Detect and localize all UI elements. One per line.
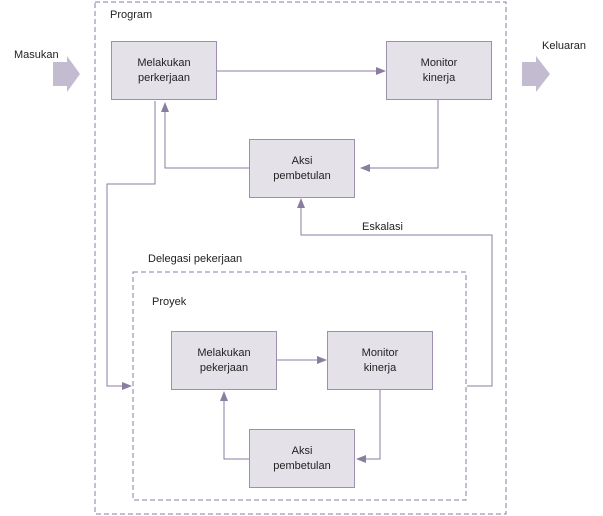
program-monitor-line2: kinerja xyxy=(422,71,456,84)
arrow-corrective-to-dowork xyxy=(161,102,249,169)
input-arrow xyxy=(53,56,80,92)
input-label: Masukan xyxy=(14,49,59,61)
program-corrective-box: Aksi pembetulan xyxy=(249,139,355,198)
project-monitor-line1: Monitor xyxy=(361,346,399,359)
escalation-label: Eskalasi xyxy=(362,221,403,233)
arrow-delegation xyxy=(106,101,156,390)
arrow-project-corrective-to-dowork xyxy=(220,391,249,460)
arrow-project-monitor-to-corrective xyxy=(356,390,381,463)
arrow-monitor-to-corrective xyxy=(360,100,439,172)
program-do-work-box: Melakukan perkerjaan xyxy=(111,41,217,100)
output-label: Keluaran xyxy=(542,40,587,52)
program-monitor-box: Monitor kinerja xyxy=(386,41,492,100)
arrow-escalation xyxy=(297,198,493,387)
delegation-label: Delegasi pekerjaan xyxy=(148,253,243,265)
project-monitor-line2: kinerja xyxy=(363,361,397,374)
project-do-work-line1: Melakukan xyxy=(197,346,251,359)
program-label: Program xyxy=(110,9,153,21)
project-corrective-box: Aksi pembetulan xyxy=(249,429,355,488)
program-monitor-line1: Monitor xyxy=(420,56,458,69)
output-arrow xyxy=(522,56,550,92)
program-frame xyxy=(94,1,507,515)
project-label: Proyek xyxy=(152,296,187,308)
program-do-work-line1: Melakukan xyxy=(137,56,191,69)
project-corrective-line2: pembetulan xyxy=(273,459,331,472)
project-corrective-line1: Aksi xyxy=(291,444,313,457)
project-do-work-box: Melakukan pekerjaan xyxy=(171,331,277,390)
project-do-work-line2: pekerjaan xyxy=(199,361,249,374)
project-monitor-box: Monitor kinerja xyxy=(327,331,433,390)
program-corrective-line1: Aksi xyxy=(291,154,313,167)
program-corrective-line2: pembetulan xyxy=(273,169,331,182)
program-do-work-line2: perkerjaan xyxy=(138,71,190,84)
project-frame xyxy=(132,271,467,501)
